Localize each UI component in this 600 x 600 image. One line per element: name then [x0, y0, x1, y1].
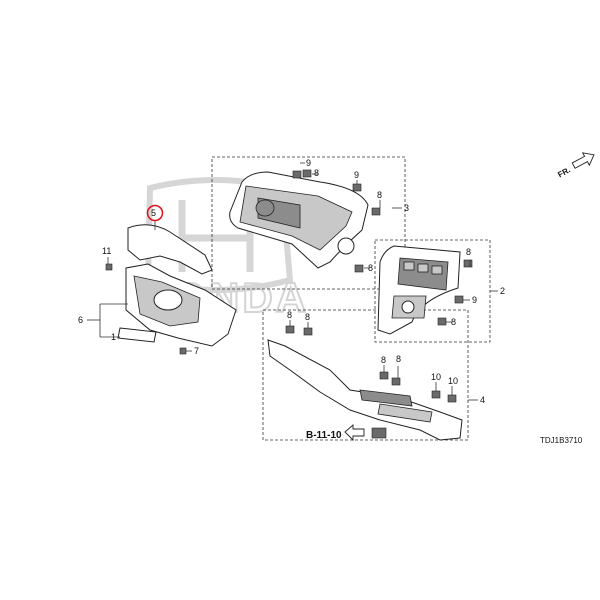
callout-8-console-b: 8 — [305, 312, 310, 322]
callout-8-console-d: 8 — [396, 354, 401, 364]
callout-1: 1 — [111, 332, 116, 342]
callout-3: 3 — [404, 203, 409, 213]
reference-code: B-11-10 — [306, 430, 342, 441]
callout-7: 7 — [194, 346, 199, 356]
column-cover-upper — [127, 224, 213, 275]
center-panel — [377, 245, 461, 335]
callout-9-right: 9 — [354, 170, 359, 180]
callout-8-console-c: 8 — [381, 355, 386, 365]
group-frame-2 — [374, 239, 491, 343]
front-arrow-icon — [571, 152, 595, 169]
diagram-code: TDJ1B3710 — [540, 436, 583, 445]
front-direction-indicator: FR. — [556, 152, 595, 179]
callout-4: 4 — [480, 395, 485, 405]
callout-8-top: 8 — [314, 168, 319, 178]
console-lower-panel — [267, 339, 463, 441]
clip-set — [105, 169, 473, 439]
callout-9-top: 9 — [306, 158, 311, 168]
highlight-circle — [146, 204, 164, 222]
callout-10-b: 10 — [448, 376, 458, 386]
front-label: FR. — [556, 165, 572, 179]
callout-8-right: 8 — [377, 190, 382, 200]
callout-6: 6 — [78, 315, 83, 325]
column-cover-lower — [117, 263, 237, 347]
callout-2: 2 — [500, 286, 505, 296]
callout-8-visor: 8 — [368, 263, 373, 273]
callout-9-panel: 9 — [472, 295, 477, 305]
callout-8-panel-bottom: 8 — [451, 317, 456, 327]
reference-arrow — [344, 424, 365, 442]
callout-8-panel-top: 8 — [466, 247, 471, 257]
callout-5: 5 — [151, 208, 156, 218]
callout-11: 11 — [102, 246, 111, 256]
meter-visor — [229, 171, 369, 269]
callout-8-console-a: 8 — [287, 310, 292, 320]
callout-10-a: 10 — [431, 372, 441, 382]
leader-lines — [87, 162, 498, 401]
